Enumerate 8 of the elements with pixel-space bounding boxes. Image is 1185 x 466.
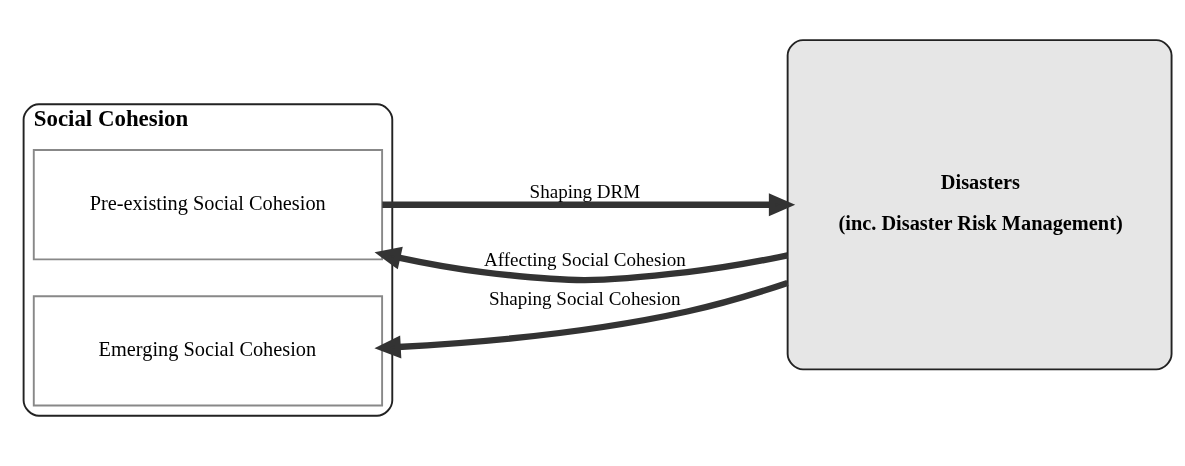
node-box: Emerging Social Cohesion [32, 295, 384, 407]
node-box: Pre-existing Social Cohesion [32, 149, 384, 261]
arrow [382, 193, 796, 217]
edge-label: Shaping DRM [529, 181, 641, 203]
edge-label: Shaping Social Cohesion [489, 288, 681, 310]
arrow [374, 246, 789, 284]
edge-label: Affecting Social Cohesion [484, 248, 686, 270]
node-box: Disasters (inc. Disaster Risk Management) [786, 39, 1173, 371]
